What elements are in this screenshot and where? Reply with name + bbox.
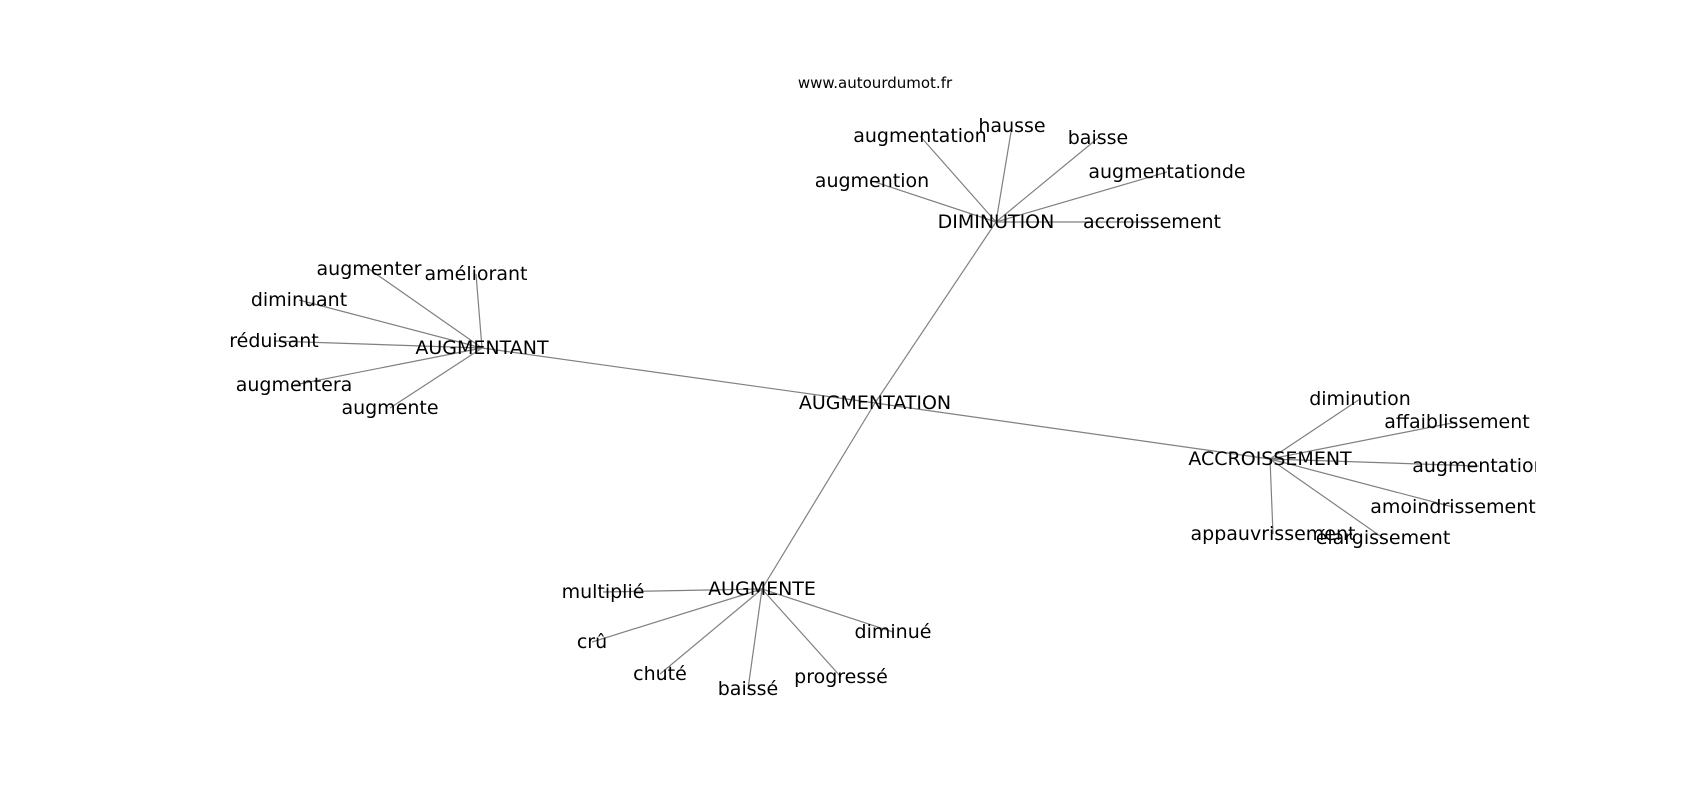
leaf-node-word[interactable]: augmente — [341, 397, 438, 419]
edge-augmente-to-word — [761, 588, 842, 678]
leaf-node-word[interactable]: diminuant — [251, 289, 347, 311]
hub-node-diminution[interactable]: DIMINUTION — [938, 211, 1055, 233]
leaf-node-word[interactable]: multiplié — [562, 581, 645, 603]
edge-augmente-to-word — [659, 588, 763, 675]
leaf-node-word[interactable]: affaiblissement — [1384, 411, 1529, 433]
leaf-node-word[interactable]: diminué — [855, 621, 932, 643]
edge-center-to-augmente — [761, 402, 876, 590]
edge-accroissement-to-word — [1269, 421, 1458, 460]
edge-diminution-to-word — [995, 125, 1013, 223]
edge-diminution-to-word — [919, 135, 997, 223]
edge-augmentant-to-word — [475, 273, 483, 349]
leaf-node-word[interactable]: amoindrissement — [1370, 496, 1535, 518]
leaf-node-word[interactable]: augmentationde — [1088, 161, 1245, 183]
edge-augmentant-to-word — [293, 347, 483, 386]
hub-node-augmentant[interactable]: AUGMENTANT — [415, 337, 549, 359]
leaf-node-word[interactable]: réduisant — [229, 330, 319, 352]
edge-augmentant-to-word — [298, 299, 483, 349]
leaf-node-word[interactable]: augmentera — [236, 374, 353, 396]
leaf-node-word[interactable]: diminution — [1309, 388, 1411, 410]
edge-diminution-to-word — [871, 180, 997, 223]
edge-accroissement-to-word — [1269, 398, 1361, 460]
watermark-text: www.autourdumot.fr — [798, 74, 953, 92]
leaf-node-word[interactable]: améliorant — [425, 263, 528, 285]
edge-augmente-to-word — [761, 588, 894, 633]
leaf-node-word[interactable]: hausse — [978, 115, 1045, 137]
leaf-node-word[interactable]: élargissement — [1316, 527, 1451, 549]
edge-augmentant-to-word — [389, 347, 483, 409]
edge-diminution-to-word — [995, 137, 1099, 223]
edge-accroissement-to-word — [1269, 458, 1274, 535]
leaf-node-word[interactable]: crû — [577, 631, 607, 653]
edge-augmentant-to-word — [273, 340, 483, 349]
center-node-label[interactable]: AUGMENTATION — [799, 392, 951, 414]
edge-augmentant-to-word — [368, 268, 483, 349]
leaf-node-word[interactable]: baisse — [1068, 127, 1128, 149]
edge-diminution-to-word — [995, 171, 1168, 223]
leaf-node-word[interactable]: augmentation — [1412, 455, 1545, 477]
leaf-node-word[interactable]: chuté — [633, 663, 687, 685]
edge-center-to-accroissement — [874, 402, 1271, 460]
edge-augmente-to-word — [747, 588, 763, 690]
hub-node-augmente[interactable]: AUGMENTE — [708, 578, 816, 600]
edge-augmente-to-word — [602, 588, 763, 593]
leaf-node-word[interactable]: baissé — [718, 678, 778, 700]
leaf-node-word[interactable]: accroissement — [1083, 211, 1221, 233]
leaf-node-word[interactable]: progressé — [794, 666, 888, 688]
edge-center-to-diminution — [874, 221, 997, 404]
edge-center-to-augmentant — [481, 347, 876, 404]
hub-node-accroissement[interactable]: ACCROISSEMENT — [1188, 448, 1352, 470]
edge-accroissement-to-word — [1269, 458, 1480, 467]
edge-accroissement-to-word — [1269, 458, 1454, 508]
leaf-node-word[interactable]: appauvrissement — [1191, 523, 1356, 545]
leaf-node-word[interactable]: augmenter — [317, 258, 422, 280]
leaf-node-word[interactable]: augmentation — [853, 125, 986, 147]
leaf-node-word[interactable]: augmention — [815, 170, 929, 192]
edge-accroissement-to-word — [1269, 458, 1384, 539]
edge-augmente-to-word — [591, 588, 763, 643]
